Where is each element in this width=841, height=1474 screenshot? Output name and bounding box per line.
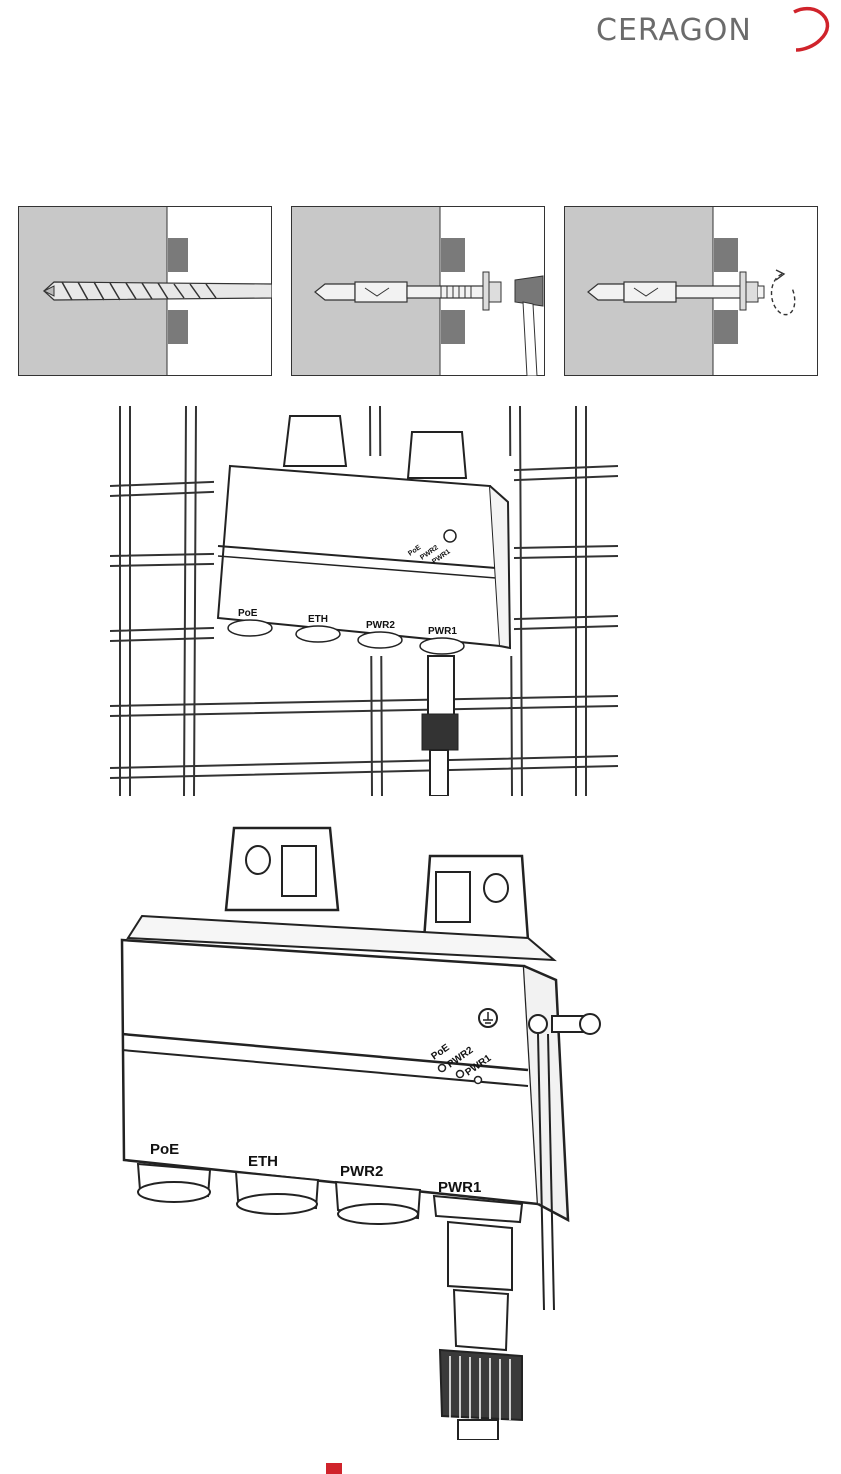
logo-text: CERAGON <box>596 13 752 48</box>
wall-label-poe: PoE <box>238 608 258 619</box>
port-label-eth: ETH <box>248 1153 278 1170</box>
ceragon-logo: CERAGON <box>590 4 835 52</box>
step-insert-anchor-figure <box>291 206 545 376</box>
drill-bit-icon <box>44 282 272 300</box>
page-marker <box>326 1463 342 1474</box>
device-on-wall-figure: PoE ETH PWR2 PWR1 PoE PWR2 PWR1 <box>110 406 618 796</box>
step-drill-figure <box>18 206 272 376</box>
wall-label-pwr1: PWR1 <box>428 626 457 637</box>
port-label-poe: PoE <box>150 1141 179 1158</box>
step-tighten-anchor-figure <box>564 206 818 376</box>
port-label-pwr2: PWR2 <box>340 1163 383 1180</box>
logo-swoosh-icon <box>794 9 827 50</box>
wall-label-pwr2: PWR2 <box>366 620 395 631</box>
wall-label-eth: ETH <box>308 614 328 625</box>
port-label-pwr1: PWR1 <box>438 1179 481 1196</box>
device-closeup-figure: PoE PWR2 PWR1 PoE ETH PWR2 PWR1 <box>108 820 613 1440</box>
